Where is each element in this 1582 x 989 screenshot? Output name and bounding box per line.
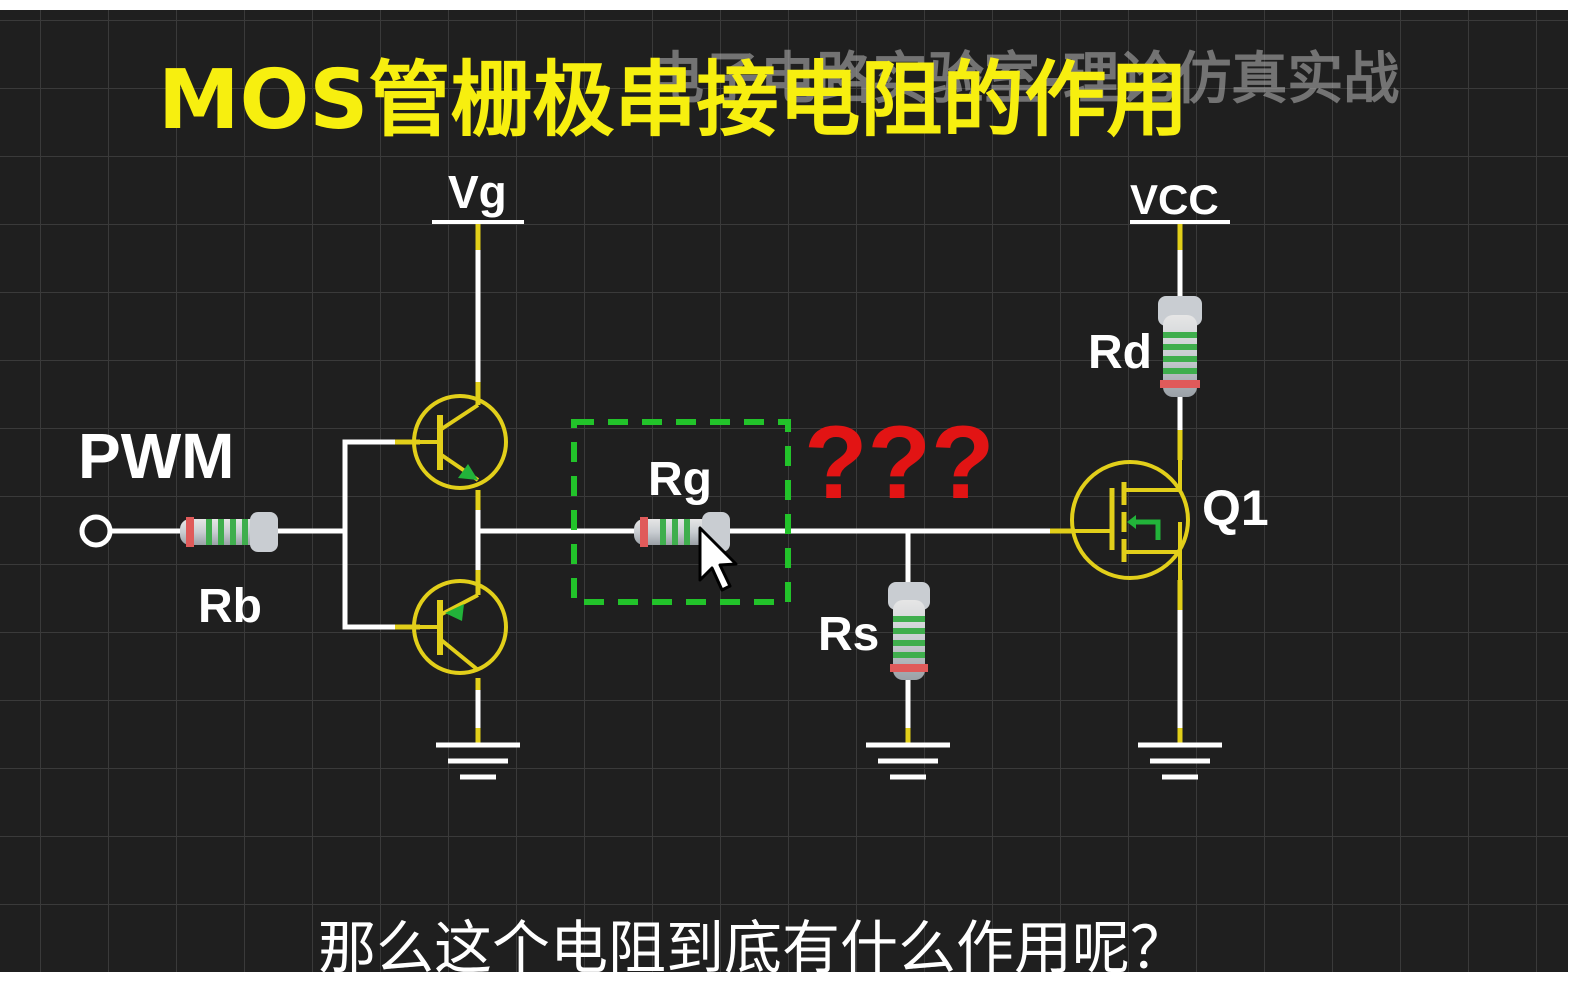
vg-supply: Vg	[432, 166, 524, 224]
pwm-label: PWM	[78, 420, 234, 492]
body-arrow-icon	[1130, 519, 1161, 540]
question-marks: ???	[804, 405, 995, 521]
emitter-arrow-icon	[445, 604, 464, 621]
watermark: 电子电路实验室-理论仿真实战	[648, 47, 1399, 112]
page-title: MOS管栅极串接电阻的作用	[158, 53, 1188, 148]
pnp-transistor	[412, 579, 508, 675]
rg-highlight-box	[571, 419, 791, 605]
resistor-rg: Rg	[634, 453, 730, 552]
ground-symbol-2	[866, 742, 950, 780]
rd-label: Rd	[1088, 326, 1152, 379]
grid	[0, 10, 1568, 972]
ground-symbol-1	[436, 742, 520, 780]
resistor-rd: Rd	[1088, 296, 1202, 397]
mouse-cursor-icon	[698, 526, 738, 592]
npn-transistor	[412, 394, 508, 490]
circuit-canvas: 电子电路实验室-理论仿真实战 MOS管栅极串接电阻的作用	[0, 10, 1568, 972]
q1-label: Q1	[1202, 480, 1269, 536]
video-frame: 电子电路实验室-理论仿真实战 MOS管栅极串接电阻的作用	[0, 10, 1568, 972]
subtitle-caption: 那么这个电阻到底有什么作用呢？	[318, 914, 1188, 972]
rs-label: Rs	[818, 608, 879, 661]
vcc-label: VCC	[1130, 176, 1219, 223]
resistor-rb: Rb	[180, 512, 278, 633]
wires	[79, 247, 1183, 743]
mosfet-q1: Q1	[1070, 460, 1269, 580]
vg-label: Vg	[448, 166, 507, 218]
resistor-rs: Rs	[818, 582, 930, 680]
rg-label: Rg	[648, 453, 712, 506]
emitter-arrow-icon	[458, 464, 478, 480]
rb-label: Rb	[198, 580, 262, 633]
ground-symbol-3	[1138, 742, 1222, 780]
vcc-supply: VCC	[1130, 176, 1230, 224]
